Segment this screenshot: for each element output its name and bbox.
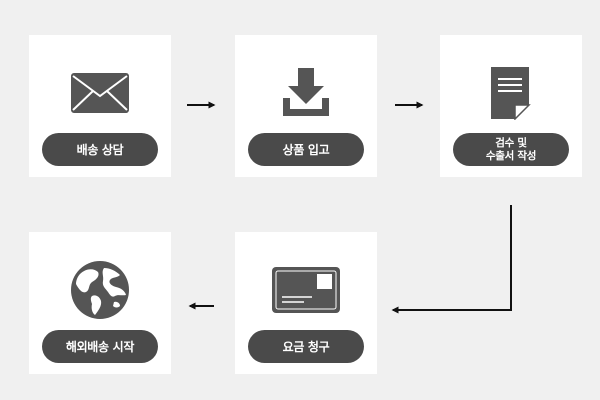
- step-label: 배송 상담: [42, 133, 158, 166]
- envelope-icon: [29, 57, 171, 129]
- step-label-line2: 수출서 작성: [485, 149, 537, 162]
- document-icon: [440, 57, 582, 129]
- step-label-line1: 검수 및: [495, 136, 527, 149]
- download-tray-icon: [235, 57, 377, 129]
- step-label: 요금 청구: [248, 330, 364, 363]
- globe-icon: [29, 254, 171, 326]
- step-card-product-receiving: 상품 입고: [235, 35, 377, 177]
- step-card-international-shipping-start: 해외배송 시작: [29, 232, 171, 374]
- step-card-inspection-export-docs: 검수 및 수출서 작성: [440, 35, 582, 177]
- step-label: 검수 및 수출서 작성: [453, 133, 569, 166]
- credit-card-icon: [235, 254, 377, 326]
- step-card-shipping-consultation: 배송 상담: [29, 35, 171, 177]
- arrow-step3-to-step4: [391, 205, 512, 314]
- step-card-billing: 요금 청구: [235, 232, 377, 374]
- step-label: 해외배송 시작: [42, 330, 158, 363]
- step-label: 상품 입고: [248, 133, 364, 166]
